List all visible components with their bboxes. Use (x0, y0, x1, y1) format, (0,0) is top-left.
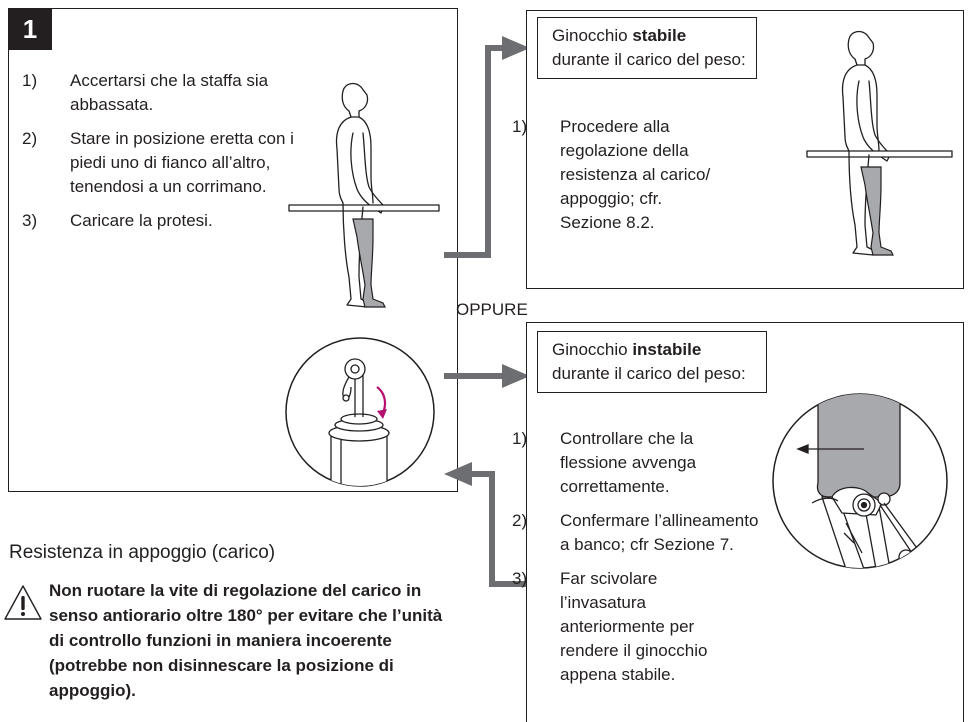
unstable-panel: Ginocchio instabile durante il carico de… (512, 322, 964, 722)
standing-person-figure (806, 30, 953, 256)
list-item: 1)Procedere alla regolazione della resis… (512, 117, 711, 232)
step-1-list: 1)Accertarsi che la staffa sia abbassata… (22, 69, 312, 243)
list-item: 1)Controllare che la flessione avvenga c… (512, 429, 697, 496)
list-item: 2)Stare in posizione eretta con i piedi … (22, 129, 294, 196)
standing-person-figure (288, 82, 440, 308)
stable-step-list: 1)Procedere alla regolazione della resis… (512, 115, 737, 245)
step-1-panel: 1 1)Accertarsi che la staffa sia abbassa… (8, 8, 458, 492)
warning-triangle-icon (4, 585, 42, 620)
list-item: 3)Far scivolare l’invasatura anteriormen… (512, 569, 708, 684)
list-item: 3)Caricare la protesi. (22, 211, 213, 230)
list-item: 1)Accertarsi che la staffa sia abbassata… (22, 71, 269, 114)
knee-joint-figure (772, 393, 948, 569)
list-item: 2)Confermare l’allineamento a banco; cfr… (512, 511, 759, 554)
stable-panel: Ginocchio stabile durante il carico del … (512, 10, 964, 289)
stable-header: Ginocchio stabile durante il carico del … (537, 17, 757, 79)
or-label: OPPURE (456, 300, 528, 319)
warning-text: Non ruotare la vite di regolazione del c… (49, 581, 443, 700)
unstable-header: Ginocchio instabile durante il carico de… (537, 331, 767, 393)
unstable-step-list: 1)Controllare che la flessione avvenga c… (512, 427, 772, 697)
section-heading: Resistenza in appoggio (carico) (9, 542, 276, 563)
flow-arrows (444, 36, 548, 587)
step-number-badge: 1 (8, 8, 52, 50)
valve-closeup-figure (285, 337, 435, 487)
